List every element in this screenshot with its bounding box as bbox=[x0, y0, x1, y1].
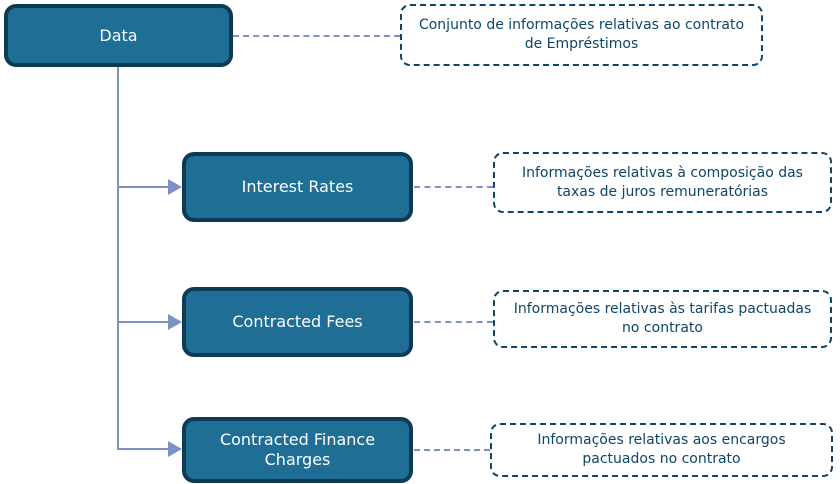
note-contracted-finance-charges-text: Informações relativas aos encargos pactu… bbox=[537, 432, 786, 467]
branch-line-contracted-fees bbox=[117, 321, 169, 323]
node-contracted-fees-label: Contracted Fees bbox=[232, 312, 363, 331]
node-contracted-finance-charges[interactable]: Contracted Finance Charges bbox=[182, 417, 413, 483]
note-connector-data bbox=[233, 35, 400, 37]
arrowhead-icon-interest-rates bbox=[168, 179, 182, 195]
note-connector-interest-rates bbox=[414, 186, 493, 188]
node-interest-rates[interactable]: Interest Rates bbox=[182, 152, 413, 222]
note-connector-contracted-finance-charges bbox=[414, 449, 490, 451]
note-connector-contracted-fees bbox=[414, 321, 493, 323]
arrowhead-icon-contracted-fees bbox=[168, 314, 182, 330]
tree-vertical-line bbox=[117, 67, 119, 450]
note-contracted-finance-charges: Informações relativas aos encargos pactu… bbox=[490, 423, 833, 477]
arrowhead-icon-contracted-finance-charges bbox=[168, 441, 182, 457]
note-interest-rates: Informações relativas à composição das t… bbox=[493, 152, 832, 213]
node-data-label: Data bbox=[99, 25, 138, 45]
note-data-text: Conjunto de informações relativas ao con… bbox=[418, 17, 745, 52]
note-contracted-fees: Informações relativas às tarifas pactuad… bbox=[493, 290, 832, 348]
note-contracted-fees-text: Informações relativas às tarifas pactuad… bbox=[513, 301, 812, 336]
node-interest-rates-label: Interest Rates bbox=[241, 177, 354, 196]
node-contracted-fees[interactable]: Contracted Fees bbox=[182, 287, 413, 357]
node-contracted-finance-charges-label: Contracted Finance Charges bbox=[219, 430, 376, 469]
note-interest-rates-text: Informações relativas à composição das t… bbox=[522, 164, 803, 200]
branch-line-contracted-finance-charges bbox=[117, 448, 169, 450]
node-data[interactable]: Data bbox=[4, 4, 233, 67]
branch-line-interest-rates bbox=[117, 186, 169, 188]
note-data: Conjunto de informações relativas ao con… bbox=[400, 4, 763, 66]
